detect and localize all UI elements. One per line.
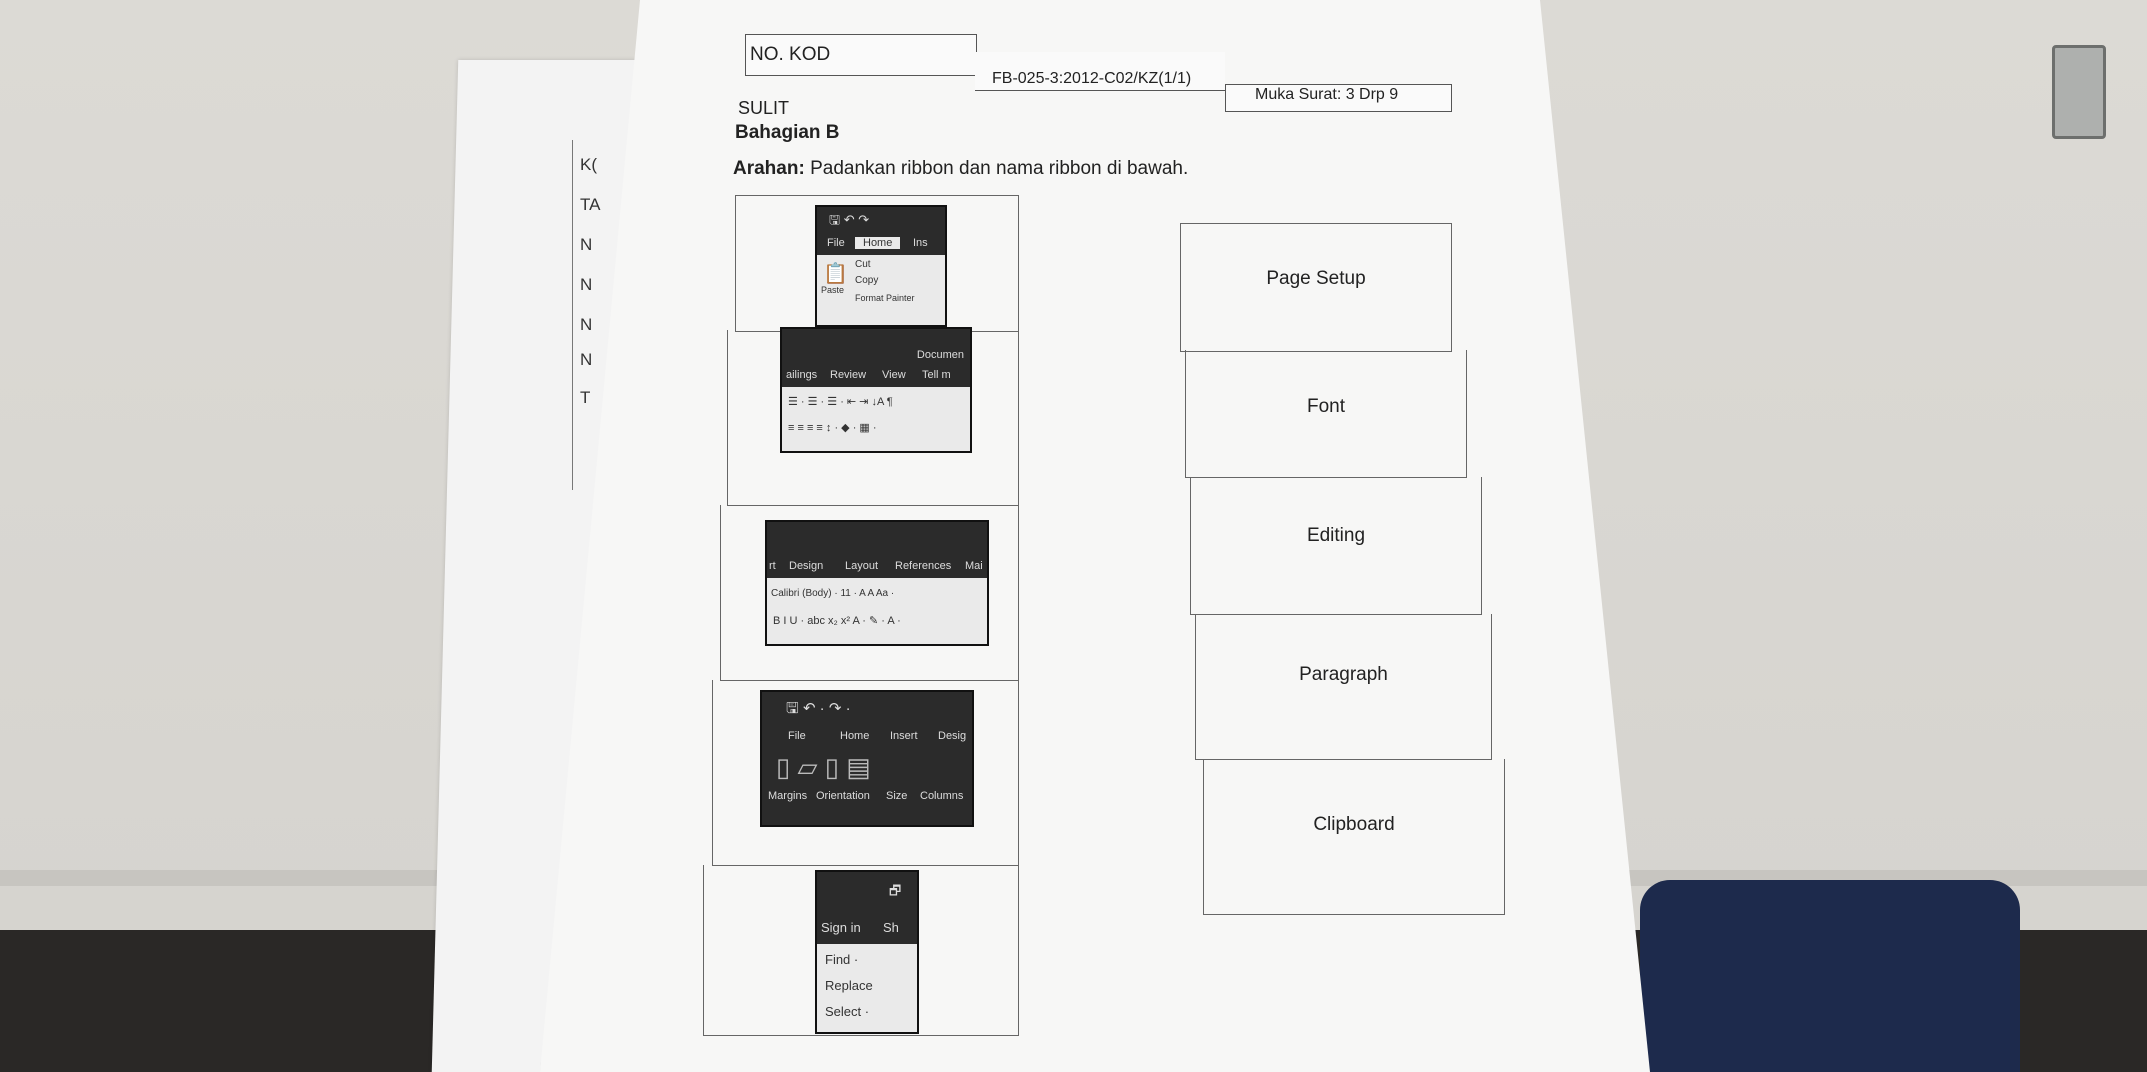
tab-design: Desig [938,730,967,742]
editing-group: Find · Replace Select · [817,944,917,1032]
back-sheet-letter: K( [580,155,597,174]
cut-label: Cut [855,259,871,270]
size-label: Size [886,790,908,802]
sign-in-label: Sign in [821,920,861,935]
alignment-controls: ≡ ≡ ≡ ≡ ↕ · ◆ · ▦ · [788,422,877,434]
tab-insert: Insert [890,730,918,742]
ribbon-name-cell: Clipboard [1203,759,1505,915]
orientation-label: Orientation [816,790,870,802]
tab-references: References [895,560,952,572]
paragraph-group: ☰ · ☰ · ☰ · ⇤ ⇥ ↓A ¶ ≡ ≡ ≡ ≡ ↕ · ◆ · ▦ · [782,387,970,451]
tab-home: Home [840,730,870,742]
clipboard-group: 📋 Cut Copy Paste Format Painter [817,255,945,325]
tab-mailings: ailings [786,369,818,381]
tab-file: File [827,237,845,249]
header-page-box [1225,84,1452,112]
replace-label: Replace [825,978,873,993]
back-sheet-letter: N [580,350,593,369]
paste-label: Paste [821,285,845,295]
tab-view: View [882,369,906,381]
columns-label: Columns [920,790,964,802]
quick-access-icons: 🖫 ↶ · ↷ · [786,700,851,717]
header-page-number: Muka Surat: 3 Drp 9 [1255,86,1399,103]
font-format-controls: B I U · abc x₂ x² A · ✎ · A · [773,615,901,627]
ribbon-name-cell: Font [1185,350,1467,478]
font-name-size: Calibri (Body) · 11 · A A Aa · [771,588,895,599]
section-title: Bahagian B [735,122,840,143]
header-form-code: FB-025-3:2012-C02/KZ(1/1) [992,70,1192,87]
find-label: Find · [825,952,859,967]
tab-home: Home [855,237,901,249]
editing-ribbon-image: 🗗 Sign in Sh Find · Replace Select · [815,870,919,1034]
select-label: Select · [825,1004,870,1019]
font-ribbon-image: rt Design Layout References Mai Calibri … [765,520,989,646]
back-sheet-letter: T [580,388,591,407]
save-icon: 🖫 ↶ ↷ [829,212,870,227]
paste-icon: 📋 [823,263,848,285]
margins-label: Margins [768,790,808,802]
ribbon-cell [712,680,1019,866]
list-controls: ☰ · ☰ · ☰ · ⇤ ⇥ ↓A ¶ [788,396,893,408]
ribbon-cell [727,330,1019,506]
instruction-text: Padankan ribbon dan nama ribbon di bawah… [804,158,1189,179]
ribbon-cell [703,865,1019,1036]
paragraph-ribbon-image: Documen ailings Review View Tell m ☰ · ☰… [780,327,972,453]
clipboard-ribbon-image: 🖫 ↶ ↷ File Home Ins 📋 Cut Copy Paste For… [815,205,947,327]
ribbon-name-paragraph: Paragraph [1299,664,1388,685]
format-painter-label: Format Painter [855,293,915,303]
back-sheet-letter: N [580,235,593,254]
tab-design: Design [789,560,824,572]
back-sheet-letter: N [580,275,593,294]
ribbon-name-cell: Page Setup [1180,223,1452,352]
share-label: Sh [883,920,899,935]
restore-icon: 🗗 [889,883,902,898]
tab-file: File [788,730,806,742]
chair [1640,880,2020,1072]
header-no-kod: NO. KOD [750,44,831,65]
tab-insert: Ins [913,237,928,249]
tab-mailings-partial: Mai [965,560,983,572]
document-title: Documen [916,349,964,361]
page-setup-icons: ▯ ▱ ▯ ▤ [776,752,871,782]
back-sheet-letter: N [580,315,593,334]
tab-layout: Layout [845,560,879,572]
tab-review: Review [830,369,867,381]
instruction-label: Arahan: [733,158,805,179]
back-sheet-letter: TA [580,195,601,214]
ribbon-name-editing: Editing [1306,525,1366,546]
header-code-box [745,34,977,76]
ribbon-cell [720,505,1019,681]
worksheet-page [540,0,1650,1072]
back-sheet-table-edge [572,140,603,490]
instruction: Arahan: Padankan ribbon dan nama ribbon … [733,158,1188,180]
copy-label: Copy [855,275,879,286]
ribbon-name-cell: Paragraph [1195,614,1492,760]
font-group: Calibri (Body) · 11 · A A Aa · B I U · a… [767,578,987,644]
ribbon-name-font: Font [1306,396,1346,417]
ribbon-name-clipboard: Clipboard [1313,814,1395,835]
binder-clip [2052,45,2106,139]
ribbon-name-cell: Editing [1190,477,1482,615]
header-form-line [975,52,1225,91]
classification-label: SULIT [738,98,790,118]
tab-tell-me: Tell m [922,369,951,381]
ribbon-name-page-setup: Page Setup [1266,268,1366,289]
page-setup-ribbon-image: 🖫 ↶ · ↷ · File Home Insert Desig ▯ ▱ ▯ ▤… [760,690,974,827]
tab-insert-partial: rt [769,560,776,572]
